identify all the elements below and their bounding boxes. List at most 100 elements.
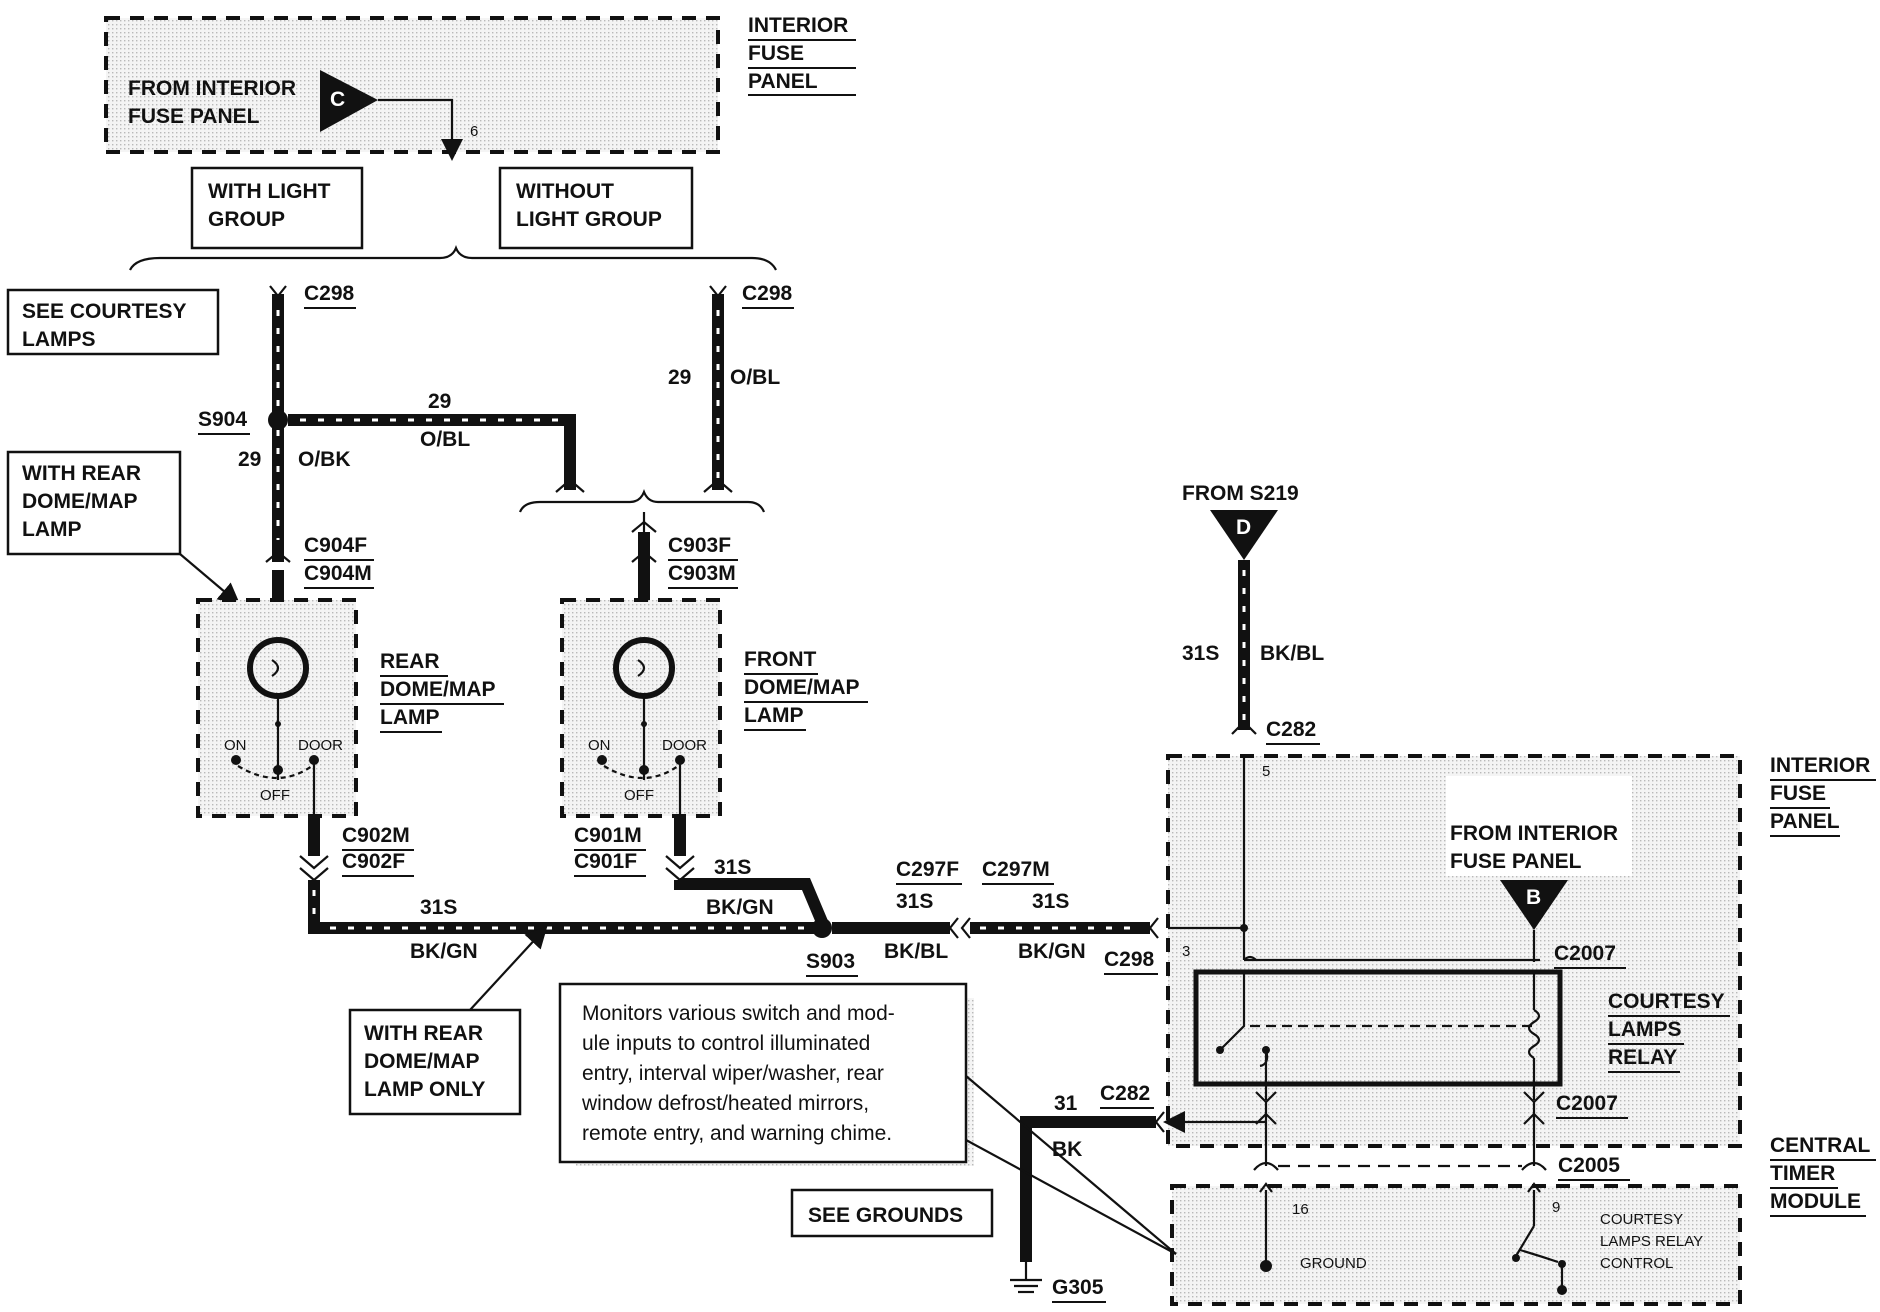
- wire-29-ob-num: 29: [238, 448, 261, 471]
- ctm-control-1: COURTESY: [1600, 1211, 1683, 1228]
- option-brace: [129, 245, 777, 271]
- splice-s903: [812, 918, 832, 938]
- top-fuse-pin: 6: [470, 123, 478, 140]
- ctm-title-3: MODULE: [1770, 1190, 1861, 1213]
- front-on: ON: [588, 737, 611, 754]
- c297m: C297M: [982, 858, 1050, 881]
- rear-on: ON: [224, 737, 247, 754]
- wire-31s-c-color: BK/BL: [884, 940, 948, 963]
- c903m: C903M: [668, 562, 736, 585]
- c2007-bottom: C2007: [1556, 1092, 1618, 1115]
- c903f: C903F: [668, 534, 731, 557]
- top-fuse-title-3: PANEL: [748, 70, 818, 93]
- c297f: C297F: [896, 858, 959, 881]
- connector-d-triangle: [1210, 510, 1278, 560]
- c298-bottom: C298: [1104, 948, 1155, 971]
- front-lamp-label-2: DOME/MAP: [744, 676, 860, 699]
- from-s219: FROM S219: [1182, 482, 1299, 505]
- see-courtesy-line2: LAMPS: [22, 328, 96, 351]
- connector-c-triangle: [320, 70, 378, 132]
- note-line2: ule inputs to control illuminated: [582, 1032, 870, 1055]
- with-rear-dome-line1: WITH REAR: [22, 462, 141, 485]
- c901f: C901F: [574, 850, 637, 873]
- top-fuse-source-line2: FUSE PANEL: [128, 105, 260, 128]
- rear-lamp-label-2: DOME/MAP: [380, 678, 496, 701]
- pin-9: 9: [1552, 1199, 1560, 1216]
- s904-label: S904: [198, 408, 247, 431]
- without-light-group-box: [498, 166, 694, 250]
- c2005: C2005: [1558, 1154, 1620, 1177]
- wire-29-3-color: O/BL: [730, 366, 780, 389]
- splice-s904: [268, 410, 288, 430]
- right-fuse-title-1: INTERIOR: [1770, 754, 1870, 777]
- see-courtesy-lamps-box: [6, 288, 220, 356]
- top-fuse-panel-box: [104, 16, 720, 154]
- rear-lamp-label-1: REAR: [380, 650, 440, 673]
- c298-left: C298: [304, 282, 355, 305]
- with-rear-dome-line2: DOME/MAP: [22, 490, 138, 513]
- ctm-control-2: LAMPS RELAY: [1600, 1233, 1703, 1250]
- note-line1: Monitors various switch and mod-: [582, 1002, 895, 1025]
- connector-b-letter: B: [1526, 886, 1541, 909]
- with-rear-dome-only-box: [348, 1008, 522, 1116]
- front-lamp-label-3: LAMP: [744, 704, 804, 727]
- wire-s904-branch: [288, 414, 576, 490]
- c298-right: C298: [742, 282, 793, 305]
- wire-31s-d: 31S: [1032, 890, 1069, 913]
- c902f: C902F: [342, 850, 405, 873]
- wire-31s-d-color: BK/GN: [1018, 940, 1086, 963]
- wire-31s-b-color: BK/GN: [706, 896, 774, 919]
- note-line3: entry, interval wiper/washer, rear: [582, 1062, 884, 1085]
- connector-c-letter: C: [330, 88, 345, 111]
- without-light-group-line2: LIGHT GROUP: [516, 208, 662, 231]
- with-rear-dome-line3: LAMP: [22, 518, 82, 541]
- pin-16: 16: [1292, 1201, 1309, 1218]
- with-light-group-line1: WITH LIGHT: [208, 180, 331, 203]
- courtesy-relay-box: [1193, 969, 1563, 1087]
- see-grounds: SEE GROUNDS: [808, 1204, 963, 1227]
- front-lamp-box: [560, 598, 722, 818]
- with-light-group-line2: GROUP: [208, 208, 285, 231]
- connector-b-triangle: [1500, 880, 1568, 930]
- relay-label-2: LAMPS: [1608, 1018, 1682, 1041]
- with-rear-only-line2: DOME/MAP: [364, 1050, 480, 1073]
- rear-off: OFF: [260, 787, 290, 804]
- c2007-top: C2007: [1554, 942, 1616, 965]
- c282-bottom: C282: [1100, 1082, 1150, 1105]
- top-fuse-title-2: FUSE: [748, 42, 804, 65]
- wire-31s-e: 31S: [1182, 642, 1219, 665]
- see-grounds-box: [790, 1188, 994, 1238]
- note-line4: window defrost/heated mirrors,: [581, 1092, 869, 1115]
- ground-label: GROUND: [1300, 1255, 1367, 1272]
- with-light-group-box: [190, 166, 364, 250]
- with-rear-dome-box: [6, 450, 182, 556]
- right-fuse-source-2: FUSE PANEL: [1450, 850, 1582, 873]
- pin-3: 3: [1182, 943, 1190, 960]
- with-rear-only-line3: LAMP ONLY: [364, 1078, 485, 1101]
- wire-31-color: BK: [1052, 1138, 1082, 1161]
- c902m: C902M: [342, 824, 410, 847]
- with-rear-only-line1: WITH REAR: [364, 1022, 483, 1045]
- c904m: C904M: [304, 562, 372, 585]
- front-lamp-label-1: FRONT: [744, 648, 816, 671]
- s903-label: S903: [806, 950, 855, 973]
- wire-29-obl-color: O/BL: [420, 428, 470, 451]
- wire-31-bk: [1020, 1116, 1106, 1262]
- right-fuse-title-3: PANEL: [1770, 810, 1840, 833]
- relay-label-1: COURTESY: [1608, 990, 1725, 1013]
- wire-31: 31: [1054, 1092, 1078, 1115]
- wire-31s-front: [674, 878, 828, 925]
- without-light-group-line1: WITHOUT: [516, 180, 614, 203]
- c901m: C901M: [574, 824, 642, 847]
- wire-29-3-num: 29: [668, 366, 691, 389]
- relay-label-3: RELAY: [1608, 1046, 1677, 1069]
- top-fuse-feed: [378, 98, 463, 161]
- front-door: DOOR: [662, 737, 707, 754]
- top-fuse-title-1: INTERIOR: [748, 14, 848, 37]
- rear-door: DOOR: [298, 737, 343, 754]
- pin-5: 5: [1262, 763, 1270, 780]
- c282-top: C282: [1266, 718, 1316, 741]
- wire-31s-e-color: BK/BL: [1260, 642, 1324, 665]
- top-fuse-source-line1: FROM INTERIOR: [128, 77, 296, 100]
